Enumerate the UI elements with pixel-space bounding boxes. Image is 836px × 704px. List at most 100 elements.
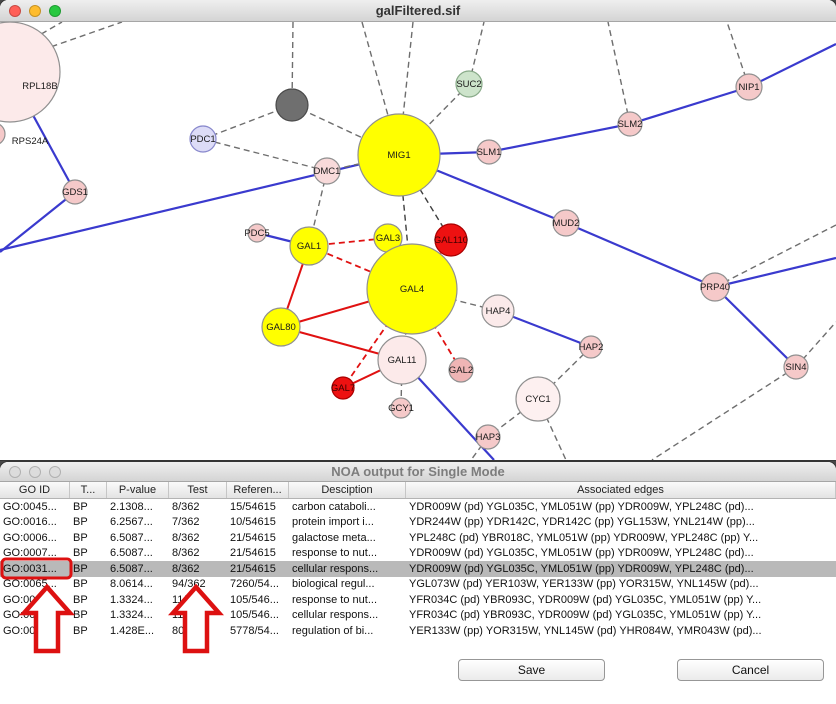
table-cell: protein import i... (292, 516, 374, 529)
node-label-dmc1: DMC1 (314, 166, 341, 177)
node-label-gcy1: GCY1 (388, 403, 414, 414)
graph-edge-blue[interactable] (714, 256, 836, 289)
graph-edge-blue[interactable] (0, 191, 76, 253)
node-suc2[interactable] (455, 70, 483, 98)
minimize-button[interactable] (29, 465, 41, 478)
close-button[interactable] (9, 4, 21, 17)
graph-edge-blue[interactable] (629, 85, 750, 126)
graph-edge-dash[interactable] (41, 22, 123, 51)
table-cell: 8.0614... (110, 578, 153, 591)
node-pdc5[interactable] (247, 223, 267, 243)
node-rpl18b[interactable] (0, 22, 61, 123)
node-label-gal80: GAL80 (266, 322, 296, 333)
node-hap3[interactable] (475, 424, 501, 450)
graph-edge-dash[interactable] (291, 22, 294, 106)
node-gal110[interactable] (434, 223, 468, 257)
column-header-p-value[interactable]: P-value (107, 482, 169, 498)
node-label-rps24a: RPS24A (12, 136, 49, 147)
node-mig1[interactable] (357, 113, 441, 197)
graph-window-titlebar[interactable]: galFiltered.sif (0, 0, 836, 22)
column-header-referen[interactable]: Referen... (227, 482, 289, 498)
graph-edge-blue[interactable] (488, 122, 631, 154)
graph-edge-blue[interactable] (714, 286, 797, 368)
node-gal4[interactable] (366, 243, 458, 335)
table-cell: regulation of bi... (292, 624, 374, 637)
node-gal2[interactable] (448, 357, 474, 383)
node-sin4[interactable] (783, 354, 809, 380)
node-rps24a[interactable] (0, 123, 6, 145)
table-cell: YGL073W (pd) YER103W, YER133W (pp) YOR31… (409, 578, 759, 591)
node-gal1[interactable] (289, 226, 329, 266)
node-gal7[interactable] (331, 376, 355, 400)
node-label-gal4: GAL4 (400, 284, 424, 295)
graph-edge-blue[interactable] (497, 309, 592, 349)
table-cell: biological regul... (292, 578, 375, 591)
graph-edge-darkdash[interactable] (398, 154, 452, 241)
graph-edge-dash[interactable] (202, 138, 328, 172)
close-button[interactable] (9, 465, 21, 478)
node-gal11[interactable] (377, 335, 427, 385)
node-hap2[interactable] (579, 335, 603, 359)
node-gds1[interactable] (62, 179, 88, 205)
column-header-associated-edges[interactable]: Associated edges (406, 482, 836, 498)
table-cell: 21/54615 (230, 531, 276, 544)
table-cell: YFR034C (pd) YBR093C, YDR009W (pd) YGL03… (409, 609, 762, 622)
node-slm1[interactable] (476, 139, 502, 165)
node-gal80[interactable] (261, 307, 301, 347)
graph-edge-dash[interactable] (714, 224, 836, 288)
table-cell: 1.3324... (110, 609, 153, 622)
cancel-button[interactable]: Cancel (677, 659, 824, 681)
graph-edge-dash[interactable] (607, 22, 631, 125)
table-cell: BP (73, 516, 88, 529)
table-cell: 15/54615 (230, 500, 276, 513)
minimize-button[interactable] (29, 4, 41, 17)
column-header-desciption[interactable]: Desciption (289, 482, 406, 498)
zoom-button[interactable] (49, 465, 61, 478)
graph-edge-blue[interactable] (748, 43, 836, 88)
table-cell: cellular respons... (292, 609, 379, 622)
zoom-button[interactable] (49, 4, 61, 17)
node-nip1[interactable] (735, 73, 763, 101)
node-hap4[interactable] (481, 294, 515, 328)
table-cell: 21/54615 (230, 562, 276, 575)
node-label-gal3: GAL3 (376, 233, 400, 244)
node-prp40[interactable] (700, 272, 730, 302)
table-cell: GO:0050... (3, 624, 57, 637)
column-header-t[interactable]: T... (70, 482, 107, 498)
table-cell: BP (73, 609, 88, 622)
node-label-rpl18b: RPL18B (22, 81, 57, 92)
table-cell: 6.5087... (110, 562, 153, 575)
node-label-gal11: GAL11 (388, 355, 417, 366)
column-header-test[interactable]: Test (169, 482, 227, 498)
graph-edge-dash[interactable] (23, 22, 63, 45)
node-dmc1[interactable] (313, 157, 341, 185)
save-button[interactable]: Save (458, 659, 605, 681)
node-gcy1[interactable] (390, 397, 412, 419)
table-cell: BP (73, 578, 88, 591)
node-label-mig1: MIG1 (387, 150, 410, 161)
node-mud2[interactable] (552, 209, 580, 237)
node-unlabeled[interactable] (275, 88, 309, 122)
node-pdc1[interactable] (189, 125, 217, 153)
table-cell: YDR009W (pd) YGL035C, YML051W (pp) YDR00… (409, 562, 754, 575)
graph-edge-blue[interactable] (565, 221, 716, 289)
column-header-go-id[interactable]: GO ID (0, 482, 70, 498)
table-cell: GO:0045... (3, 500, 57, 513)
node-cyc1[interactable] (515, 376, 561, 422)
graph-edge-dash[interactable] (651, 366, 797, 460)
table-cell: 8/362 (172, 547, 200, 560)
table-cell: 11/362 (172, 593, 205, 606)
noa-window-titlebar[interactable]: NOA output for Single Mode (0, 462, 836, 482)
node-slm2[interactable] (617, 111, 643, 137)
